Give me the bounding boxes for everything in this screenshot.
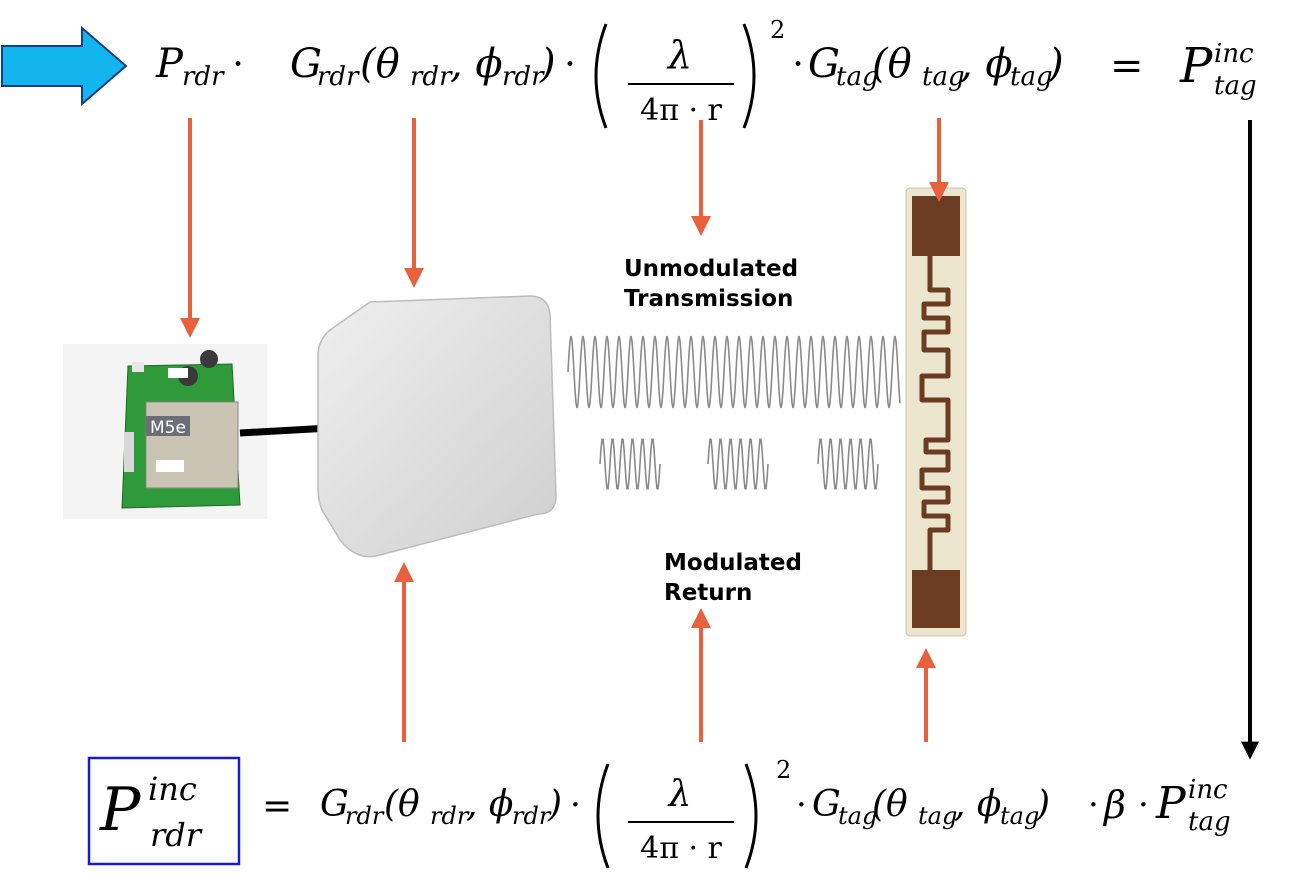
p-tag-superscript: inc bbox=[1188, 775, 1228, 805]
g-tag-symbol: G bbox=[808, 41, 840, 87]
left-paren bbox=[594, 23, 608, 129]
g-tag-phi-sub: tag bbox=[1000, 802, 1039, 830]
g-tag-args-mid: , ϕ bbox=[960, 41, 1013, 87]
p-tag-symbol: P bbox=[1179, 38, 1213, 94]
beta-symbol: β bbox=[1102, 783, 1126, 827]
rfid-tag bbox=[905, 187, 967, 637]
mult-dot: · bbox=[796, 785, 807, 825]
mult-dot: · bbox=[1138, 785, 1149, 825]
equals-sign: = bbox=[1110, 43, 1144, 89]
square-exponent: 2 bbox=[770, 16, 785, 44]
p-tag-subscript: tag bbox=[1188, 807, 1231, 837]
g-tag-args-open: (θ bbox=[872, 41, 912, 87]
modulated-label-line2: Return bbox=[664, 580, 752, 606]
g-tag-phi-sub: tag bbox=[1010, 62, 1053, 92]
fraction-denominator: 4π · r bbox=[640, 93, 722, 128]
result-box bbox=[87, 756, 241, 866]
modulated-wave-burst bbox=[599, 438, 661, 490]
g-reader-subscript: rdr bbox=[317, 62, 360, 92]
g-reader-phi-sub: rdr bbox=[502, 62, 545, 92]
p-reader-subscript: rdr bbox=[150, 816, 203, 854]
g-tag-theta-sub: tag bbox=[922, 62, 965, 92]
p-tag-subscript: tag bbox=[1214, 71, 1257, 101]
tag-antenna-trace bbox=[919, 256, 951, 570]
right-paren bbox=[744, 763, 758, 869]
g-reader-symbol: G bbox=[290, 41, 322, 87]
mult-dot: · bbox=[232, 42, 244, 86]
g-reader-subscript: rdr bbox=[345, 802, 385, 830]
g-reader-phi-sub: rdr bbox=[512, 802, 552, 830]
mult-dot: · bbox=[570, 785, 581, 825]
g-tag-args-mid: , ϕ bbox=[954, 784, 1001, 825]
signal-waves bbox=[567, 335, 901, 490]
g-reader-theta-sub: rdr bbox=[430, 802, 470, 830]
g-reader-theta-sub: rdr bbox=[410, 62, 453, 92]
forward-equation: P rdr · G rdr (θ rdr , ϕ rdr ) · λ 4π · … bbox=[1, 16, 1257, 129]
g-reader-args-mid: , ϕ bbox=[466, 784, 513, 825]
g-reader-symbol: G bbox=[320, 784, 349, 825]
input-arrow bbox=[1, 25, 128, 107]
g-tag-args-close: ) bbox=[1035, 784, 1050, 825]
modulated-wave-burst bbox=[817, 438, 879, 490]
p-reader-symbol: P bbox=[99, 775, 142, 845]
rfid-reader-board: M5e bbox=[63, 344, 267, 519]
modulated-wave-burst bbox=[707, 438, 769, 490]
g-reader-args-open: (θ bbox=[384, 784, 420, 825]
right-paren bbox=[742, 23, 756, 129]
g-tag-subscript: tag bbox=[836, 62, 879, 92]
square-exponent: 2 bbox=[776, 756, 791, 784]
annotation-arrows bbox=[180, 118, 1259, 760]
g-reader-args-close: ) bbox=[547, 784, 562, 825]
g-tag-args-open: (θ bbox=[872, 784, 908, 825]
p-tag-superscript: inc bbox=[1214, 39, 1254, 69]
mult-dot: · bbox=[1088, 785, 1099, 825]
g-reader-args-mid: , ϕ bbox=[450, 41, 503, 87]
g-reader-args-open: (θ bbox=[360, 41, 400, 87]
g-tag-subscript: tag bbox=[838, 802, 877, 830]
lambda-numerator: λ bbox=[667, 774, 692, 815]
unmodulated-label-line1: Unmodulated bbox=[624, 256, 798, 282]
p-tag-symbol: P bbox=[1155, 778, 1187, 829]
lambda-numerator: λ bbox=[666, 33, 692, 77]
g-tag-theta-sub: tag bbox=[918, 802, 957, 830]
mult-dot: · bbox=[792, 42, 804, 86]
p-reader-superscript: inc bbox=[148, 770, 197, 808]
reader-antenna bbox=[317, 295, 557, 558]
p-reader-subscript: rdr bbox=[182, 62, 225, 92]
unmodulated-wave bbox=[567, 335, 901, 409]
fraction-denominator: 4π · r bbox=[640, 831, 722, 866]
unmodulated-label-line2: Transmission bbox=[624, 286, 793, 312]
mult-dot: · bbox=[564, 42, 576, 86]
g-tag-symbol: G bbox=[812, 784, 841, 825]
equals-sign: = bbox=[262, 786, 292, 827]
return-equation: P inc rdr = G rdr (θ rdr , ϕ rdr ) · λ 4… bbox=[87, 756, 1231, 869]
reader-cable bbox=[239, 424, 331, 437]
modulated-label-line1: Modulated bbox=[664, 550, 802, 576]
chip-label: M5e bbox=[150, 418, 186, 438]
p-reader-symbol: P bbox=[155, 41, 184, 87]
g-reader-args-close: ) bbox=[539, 41, 556, 87]
g-tag-args-close: ) bbox=[1047, 41, 1064, 87]
left-paren bbox=[596, 763, 610, 869]
